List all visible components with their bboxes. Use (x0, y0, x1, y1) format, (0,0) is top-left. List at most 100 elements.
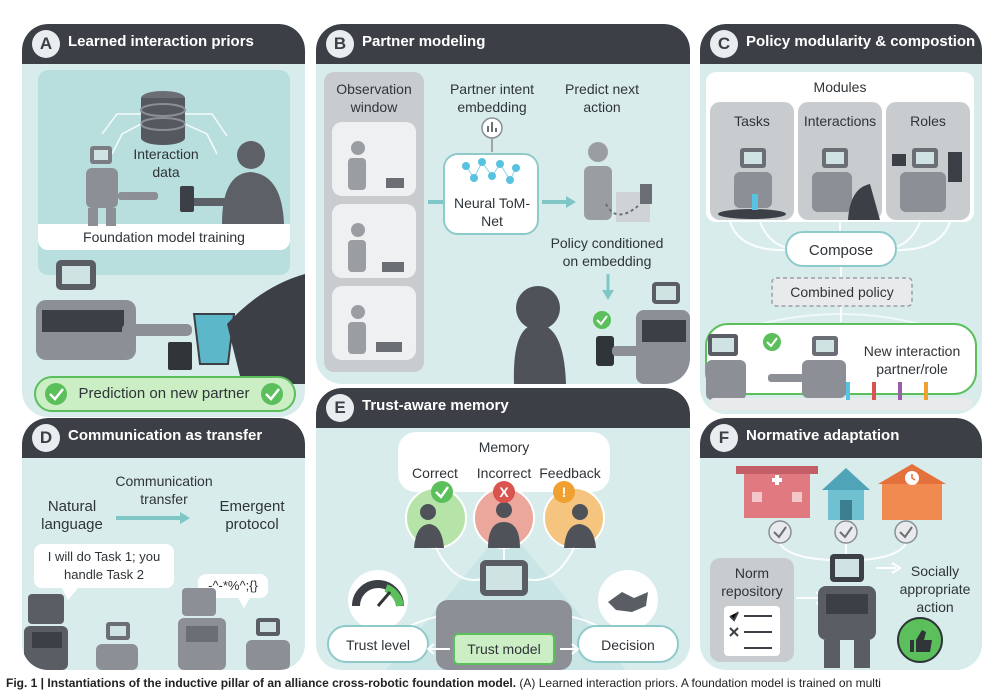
intent-label: Partner intent embedding (449, 81, 535, 115)
panel-c-letter: C (710, 30, 738, 58)
panel-f-header: F Normative adaptation (700, 418, 982, 458)
hospital-icon (736, 466, 818, 518)
incorrect-icon (493, 481, 515, 503)
tool-icons (846, 382, 928, 400)
robot-icon (96, 622, 138, 670)
robot-icon (178, 588, 226, 670)
memory-label: Memory (478, 439, 530, 455)
training-label-bar (38, 224, 290, 250)
training-label: Foundation model training (83, 229, 245, 245)
check-icon (763, 333, 781, 351)
robot-icon (812, 148, 880, 220)
panel-b-title: Partner modeling (362, 33, 486, 50)
panel-b-header: B Partner modeling (316, 24, 690, 64)
compose-button (785, 231, 897, 267)
school-icon (878, 464, 946, 520)
figure-caption: Fig. 1 | Instantiations of the inductive… (0, 676, 1000, 694)
panel-d-letter: D (32, 424, 60, 452)
correct-label: Correct (412, 465, 458, 481)
handed-object (180, 186, 194, 212)
panel-c-illustration (705, 148, 977, 410)
combined-policy-label: Combined policy (790, 284, 894, 300)
robot-icon (718, 148, 786, 219)
panel-d-title: Communication as transfer (68, 427, 263, 444)
trust-model-box (453, 633, 555, 665)
social-action-label: Socially appropriate action (899, 563, 971, 615)
norm-repository-label: Norm repository (721, 565, 783, 599)
panel-e: E Trust-aware memory (316, 388, 690, 670)
panel-e-letter: E (326, 394, 354, 422)
panel-b: B Partner modeling Observation window (316, 24, 690, 384)
pitcher-icon (192, 313, 236, 365)
interactions-label: Interactions (803, 113, 877, 129)
incorrect-mark: X (499, 484, 509, 500)
panel-c-header: C Policy modularity & compostion (700, 24, 982, 64)
check-icon (45, 383, 67, 405)
emergent-label: Emergent protocol (219, 498, 285, 533)
prediction-label: Prediction on new partner (78, 385, 250, 402)
panel-f-illustration (724, 464, 946, 668)
new-partner-label: New interaction partner/role (863, 343, 961, 377)
check-icon (593, 311, 611, 329)
protocol-text: -^-*%^;{} (208, 578, 258, 593)
feedback-icon (553, 481, 575, 503)
compose-label[interactable]: Compose (808, 242, 874, 259)
panel-a: A Learned interaction priors (22, 24, 305, 417)
prediction-badge (34, 376, 296, 412)
robot-icon (86, 146, 158, 226)
prediction-checks (45, 383, 283, 405)
panel-a-letter: A (32, 30, 60, 58)
policy-label: Policy conditioned on embedding (550, 235, 664, 269)
natural-language-label: Natural language (41, 498, 103, 533)
panel-d-header: D Communication as transfer (22, 418, 305, 458)
robot-icon (246, 618, 290, 670)
tom-net-label: Neural ToM-Net (454, 195, 530, 229)
observation-label: Observation window (336, 81, 412, 115)
panel-d-illustration (24, 512, 290, 670)
partner-arm (227, 274, 305, 384)
tasks-label: Tasks (734, 113, 770, 129)
check-icon (768, 520, 918, 544)
panel-a-header: A Learned interaction priors (22, 24, 305, 64)
panel-c-title: Policy modularity & compostion (746, 33, 976, 50)
partner-head (513, 286, 566, 384)
combined-policy-box (771, 277, 913, 307)
modules-label: Modules (813, 79, 867, 95)
speech-bubble (34, 544, 174, 588)
robot-icon (24, 594, 68, 670)
decision-label: Decision (601, 637, 655, 653)
trust-model-label: Trust model (467, 641, 541, 657)
trust-level-box (327, 625, 429, 663)
interaction-data-label: Interaction data (133, 146, 199, 180)
house-icon (822, 468, 870, 520)
robot-icon (818, 554, 876, 668)
pouring-robot (36, 260, 192, 360)
panel-f-title: Normative adaptation (746, 427, 900, 444)
panel-f-letter: F (710, 424, 738, 452)
panel-b-letter: B (326, 30, 354, 58)
panel-f: F Normative adaptation (700, 418, 982, 670)
robot-icon (612, 282, 690, 384)
caption-rest: (A) Learned interaction priors. A founda… (516, 676, 881, 690)
predict-label: Predict next action (565, 81, 639, 115)
caption-bold: Fig. 1 | Instantiations of the inductive… (6, 676, 517, 690)
panel-a-title: Learned interaction priors (68, 33, 254, 50)
panel-a-illustration (36, 91, 305, 384)
incorrect-label: Incorrect (476, 465, 532, 481)
check-icon (261, 383, 283, 405)
memory-box (398, 432, 610, 492)
check-icon (431, 481, 453, 503)
panel-d: D Communication as transfer Natural lang… (22, 418, 305, 670)
predicted-person (584, 142, 612, 220)
decision-box (577, 625, 679, 663)
panel-e-illustration (327, 432, 679, 670)
tom-net-box (443, 153, 539, 235)
roles-label: Roles (910, 113, 946, 129)
robot-icon (768, 336, 846, 398)
feedback-label: Feedback (539, 465, 601, 481)
panel-b-illustration (348, 117, 690, 384)
transfer-label: Communication transfer (115, 473, 213, 507)
speech-text: I will do Task 1; you handle Task 2 (47, 549, 161, 582)
robot-icon (892, 148, 962, 212)
panel-e-header: E Trust-aware memory (316, 388, 690, 428)
